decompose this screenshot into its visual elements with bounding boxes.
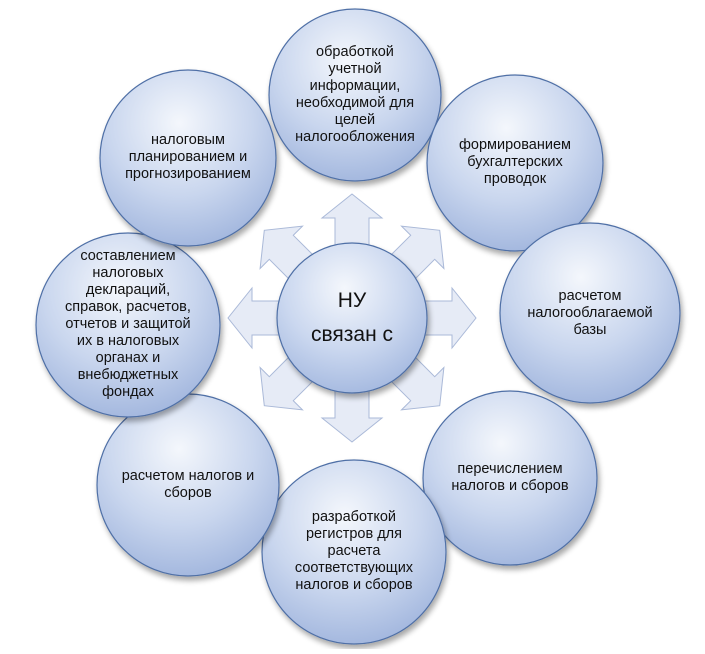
node-right-label: расчетом налогооблагаемой базы xyxy=(527,287,653,338)
center-label-line2: связан с xyxy=(310,323,394,346)
node-top-left-label: налоговым планированием и прогнозировани… xyxy=(125,132,251,183)
node-top-circle xyxy=(268,8,442,182)
node-top-left-circle xyxy=(99,69,277,247)
node-bottom-right-circle xyxy=(422,390,598,566)
node-bottom-label: разработкой регистров для расчета соотве… xyxy=(294,509,414,594)
node-right-circle xyxy=(499,222,681,404)
center-label: НУ связан с xyxy=(282,273,422,363)
node-bottom-circle xyxy=(261,459,447,645)
node-bottom-left-label: расчетом налогов и сборов xyxy=(121,467,255,501)
node-bottom-right-label: перечислением налогов и сборов xyxy=(451,460,569,494)
node-top-right-label: формированием бухгалтерских проводок xyxy=(458,137,571,188)
center-label-line1: НУ xyxy=(337,289,367,312)
node-left-circle xyxy=(35,232,221,418)
node-left-label: составлением налоговых деклараций, справ… xyxy=(65,248,191,401)
node-top-label: обработкой учетной информации, необходим… xyxy=(295,43,415,145)
center-circle xyxy=(276,242,428,394)
node-top-right-circle xyxy=(426,74,604,252)
